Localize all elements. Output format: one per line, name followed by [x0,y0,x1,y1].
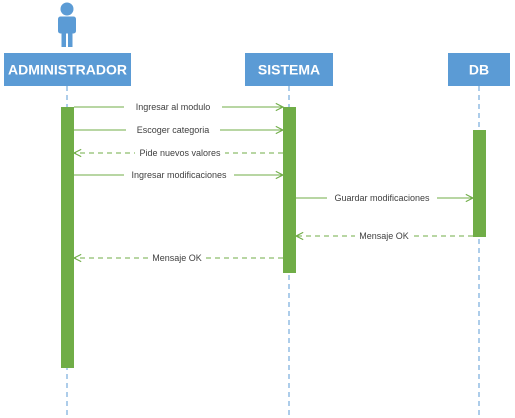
message-escoger-categoria: Escoger categoria [74,124,283,136]
activation-db [473,130,486,237]
message-label: Ingresar modificaciones [131,170,227,180]
participant-admin-label: ADMINISTRADOR [8,62,127,78]
activations [61,107,486,368]
message-label: Mensaje OK [359,231,409,241]
message-mensaje-ok-db: Mensaje OK [296,230,473,242]
message-guardar-modificaciones: Guardar modificaciones [296,192,473,204]
participant-db: DB [448,53,510,86]
participant-sistema-label: SISTEMA [258,62,320,78]
message-label: Ingresar al modulo [136,102,211,112]
message-mensaje-ok-admin: Mensaje OK [74,252,283,264]
message-ingresar-modificaciones: Ingresar modificaciones [74,169,283,181]
activation-admin [61,107,74,368]
participant-db-label: DB [469,62,489,78]
participant-sistema: SISTEMA [245,53,333,86]
actor-icon [58,2,76,47]
message-label: Pide nuevos valores [139,148,221,158]
message-label: Mensaje OK [152,253,202,263]
messages: Ingresar al modulo Escoger categoria Pid… [74,101,473,264]
message-label: Guardar modificaciones [334,193,430,203]
message-label: Escoger categoria [137,125,210,135]
message-ingresar-modulo: Ingresar al modulo [74,101,283,113]
message-pide-valores: Pide nuevos valores [74,147,283,159]
activation-sistema [283,107,296,273]
participant-admin: ADMINISTRADOR [4,53,131,86]
